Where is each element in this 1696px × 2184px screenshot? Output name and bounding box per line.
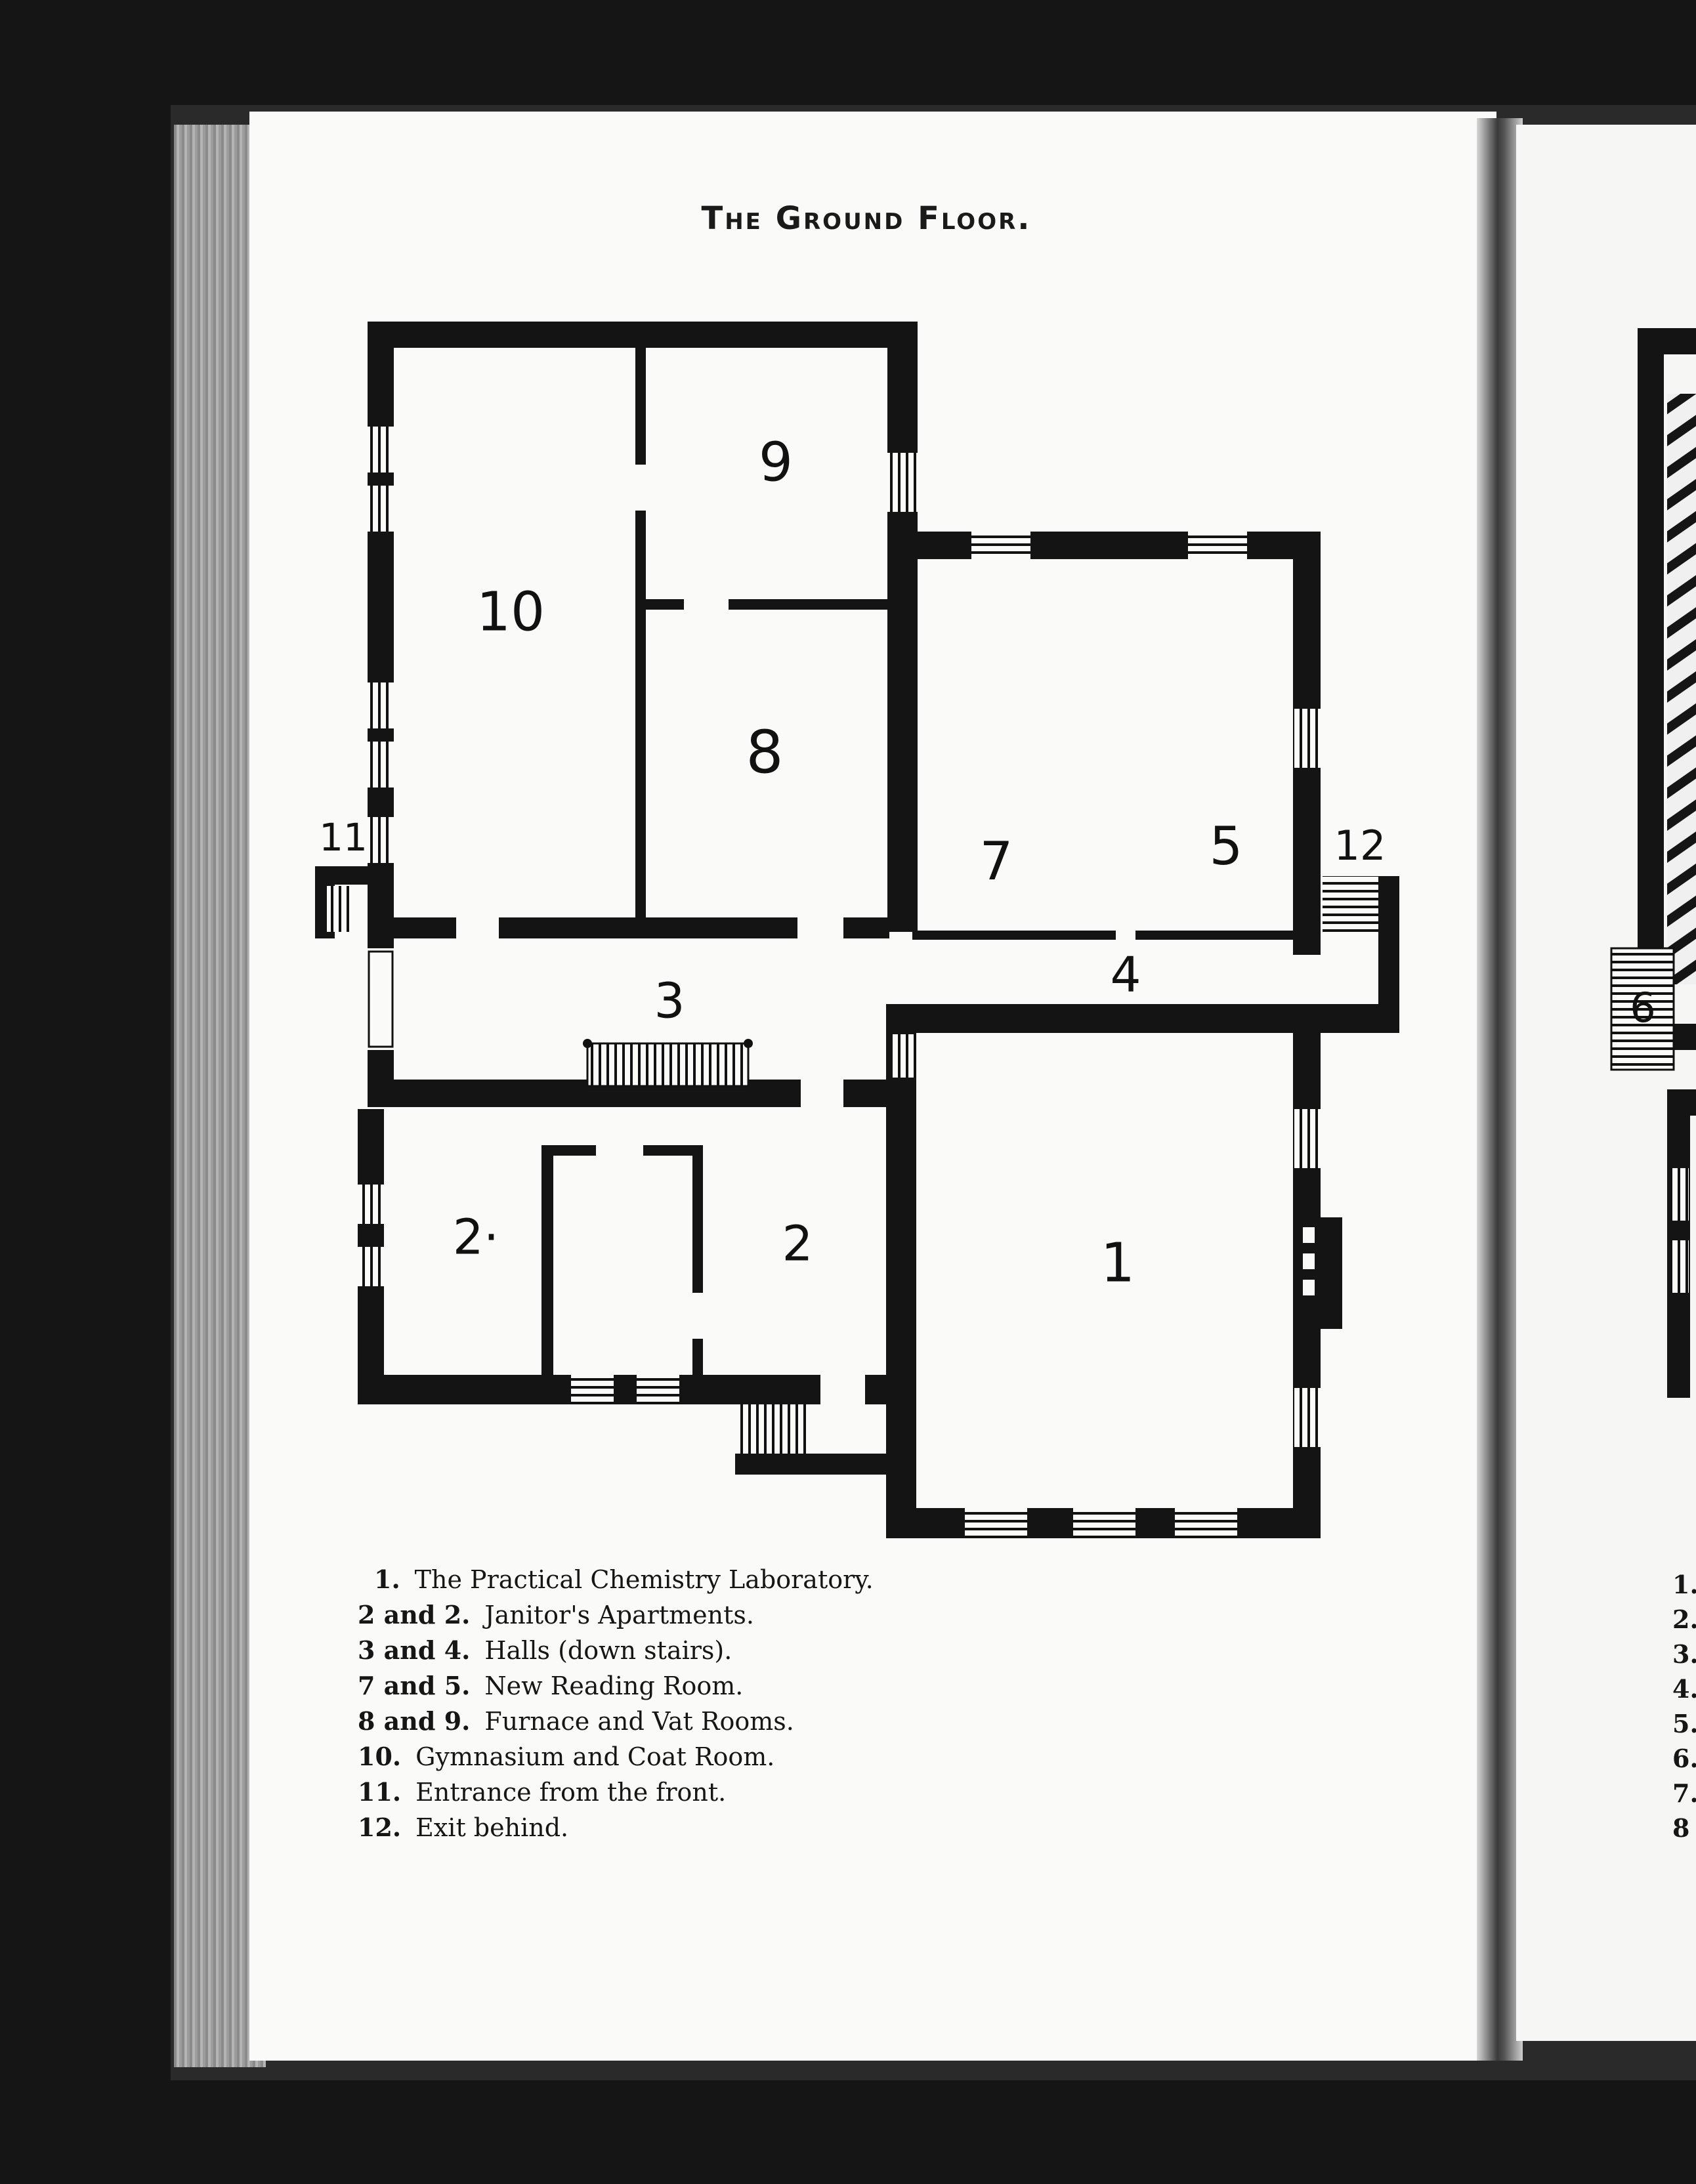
legend-row: 1.The Practical Chemistry Laboratory. xyxy=(374,1564,874,1594)
room-label-5: 5 xyxy=(1210,816,1243,877)
legend: 1.The Practical Chemistry Laboratory. 2 … xyxy=(358,1562,874,1845)
book-gutter xyxy=(1477,118,1523,2061)
room-label-1: 1 xyxy=(1101,1232,1135,1294)
room-labels: 1 2· 2 3 4 5 7 8 9 10 11 12 6 xyxy=(319,431,1656,1294)
stairs xyxy=(327,876,1378,1454)
page-title: The Ground Floor. xyxy=(701,200,1032,237)
room-label-11: 11 xyxy=(319,815,368,860)
legend-row: 7 and 5.New Reading Room. xyxy=(358,1671,744,1700)
adjacent-page-plan xyxy=(1610,328,1696,1398)
legend-row: 11.Entrance from the front. xyxy=(358,1777,727,1807)
room-label-7: 7 xyxy=(980,831,1013,892)
room-label-2a: 2· xyxy=(453,1209,499,1266)
legend-row: 3 and 4.Halls (down stairs). xyxy=(358,1635,732,1665)
right-page-fragment xyxy=(1516,125,1696,2041)
room-label-4: 4 xyxy=(1110,947,1141,1003)
room-label-10: 10 xyxy=(477,581,545,643)
legend-row: 2 and 2.Janitor's Apartments. xyxy=(358,1600,754,1629)
walls xyxy=(315,322,1399,1538)
adjacent-page-legend: 1. 2. 3. 4. 5. 6. 7. 8 xyxy=(1672,1570,1696,1843)
room-label-12: 12 xyxy=(1334,822,1386,870)
windows xyxy=(358,427,1321,1538)
room-label-6: 6 xyxy=(1630,984,1655,1032)
room-label-2b: 2 xyxy=(782,1216,813,1272)
room-label-3: 3 xyxy=(654,973,685,1030)
room-label-9: 9 xyxy=(759,431,793,494)
legend-row: 8 and 9.Furnace and Vat Rooms. xyxy=(358,1706,794,1736)
room-label-8: 8 xyxy=(746,718,783,787)
legend-row: 10.Gymnasium and Coat Room. xyxy=(358,1742,775,1771)
legend-row: 12.Exit behind. xyxy=(358,1813,569,1842)
